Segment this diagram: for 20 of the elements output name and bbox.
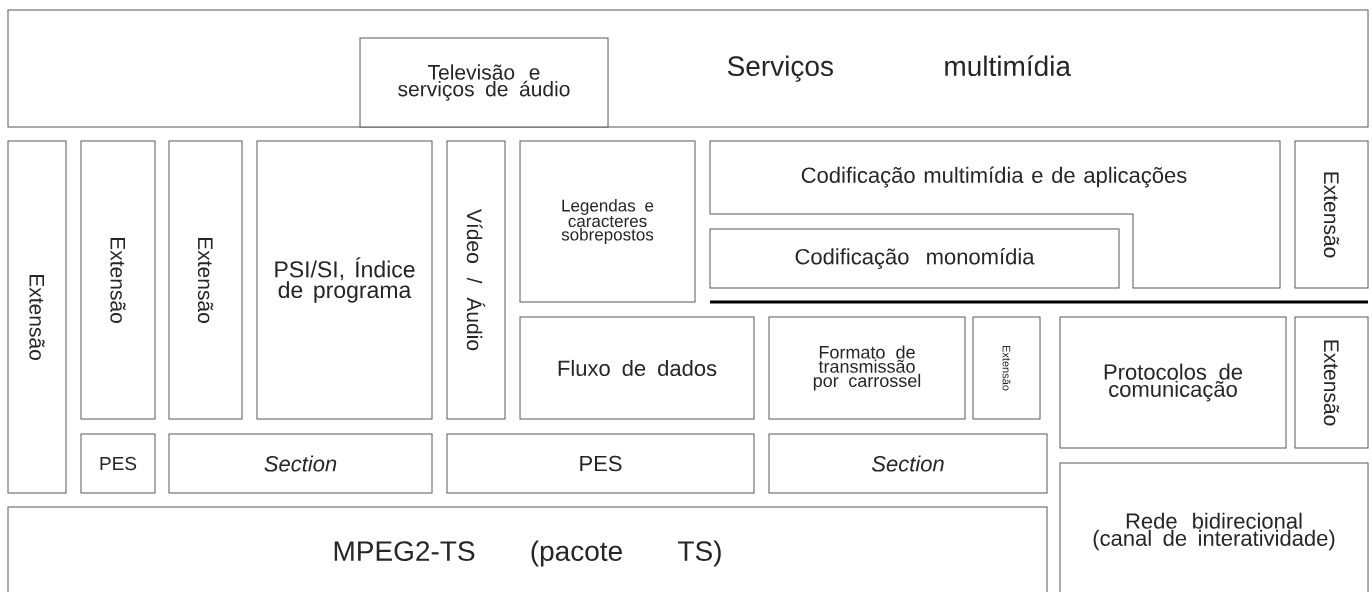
layer-box: Formato de transmissão por carrossel [768, 316, 966, 420]
layer-box: Protocolos de comunicação [1059, 316, 1287, 449]
vertical-label-box: Extensão [7, 140, 67, 494]
vertical-label-box: Vídeo / Áudio [446, 140, 506, 420]
layer-box: Fluxo de dados [519, 316, 755, 420]
vertical-label-box: Extensão [1294, 316, 1369, 449]
vertical-label-box: Extensão [972, 316, 1041, 420]
layer-box: Section [768, 433, 1048, 494]
vertical-label-box: Extensão [1294, 140, 1369, 289]
layer-box: Rede bidirecional (canal de interatividade) [1059, 462, 1369, 592]
layer-box: PES [446, 433, 755, 494]
layer-box: PES [80, 433, 156, 494]
vertical-label-box: Extensão [80, 140, 156, 420]
layer-box: MPEG2-TS (pacote TS) [7, 506, 1048, 592]
vertical-label-box: Extensão [168, 140, 243, 420]
layer-box: Televisão e serviços de áudio [359, 37, 609, 128]
layer-box: Section [168, 433, 433, 494]
layer-box: PSI/SI, Índice de programa [256, 140, 433, 420]
layer-box: Legendas e caracteres sobrepostos [519, 140, 696, 303]
layer-box: Codificação monomídia [709, 228, 1120, 289]
